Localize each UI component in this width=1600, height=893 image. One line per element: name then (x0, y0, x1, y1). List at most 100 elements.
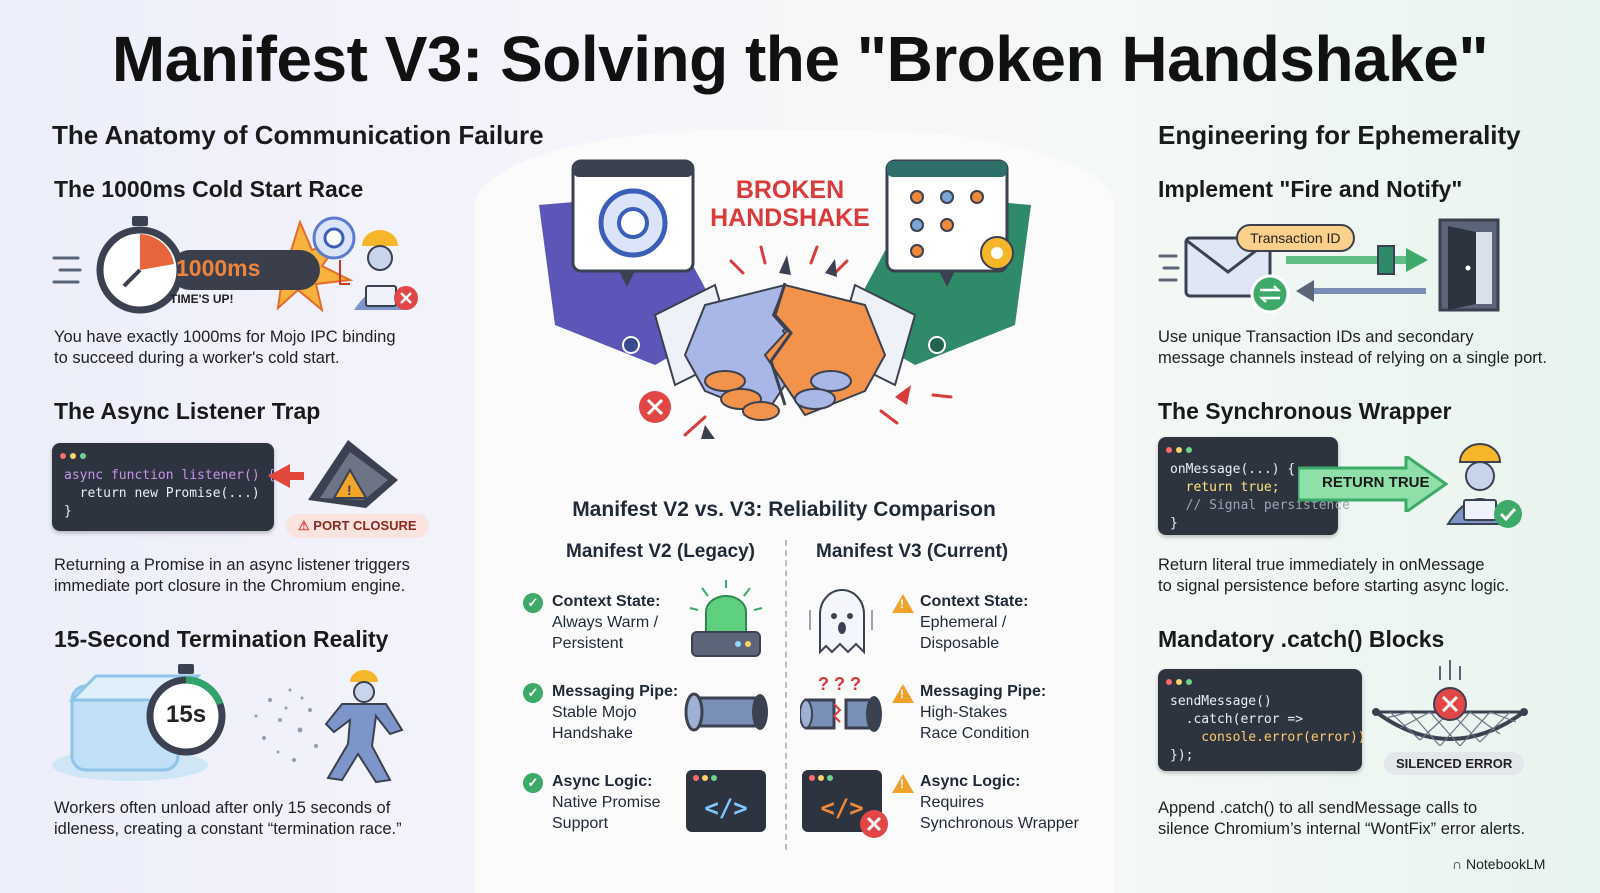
return-true-arrow (1298, 456, 1448, 512)
warning-icon: ! (892, 594, 914, 613)
desc-line: Append .catch() to all sendMessage calls… (1158, 799, 1478, 817)
row-value: Disposable (920, 635, 1000, 652)
warning-icon: ! (892, 774, 914, 793)
desc-line: to signal persistence before starting as… (1158, 577, 1510, 595)
code-line: onMessage(...) { (1170, 462, 1296, 477)
fire-notify-illustration (1158, 218, 1500, 314)
page-title: Manifest V3: Solving the "Broken Handsha… (111, 23, 1489, 95)
check-icon: ✓ (523, 593, 543, 613)
port-closure-icon: ! (268, 440, 398, 508)
check-icon: ✓ (523, 683, 543, 703)
right-heading: Engineering for Ephemerality (1158, 120, 1521, 150)
code-line: } (64, 504, 72, 519)
comparison-title: Manifest V2 vs. V3: Reliability Comparis… (572, 498, 996, 521)
code-line: return true; (1170, 480, 1280, 495)
svg-text:</>: </> (820, 794, 863, 822)
check-icon: ✓ (523, 773, 543, 793)
fire-notify-title: Implement "Fire and Notify" (1158, 176, 1463, 202)
stable-pipe-icon (684, 692, 768, 732)
transaction-id-badge: Transaction ID (1236, 224, 1355, 252)
column-divider (785, 540, 787, 850)
row-value: Persistent (552, 635, 624, 652)
desc-line: silence Chromium’s internal “WontFix” er… (1158, 820, 1526, 838)
worker-success-icon (1446, 443, 1522, 528)
row-value: Ephemeral / (920, 614, 1007, 631)
window-dots (1158, 437, 1338, 455)
desc-line: Returning a Promise in an async listener… (54, 556, 410, 574)
fire-notify-desc: Use unique Transaction IDs and secondary… (1158, 327, 1547, 369)
async-code-block: async function listener() { return new P… (52, 443, 276, 531)
row-label: Messaging Pipe: (552, 683, 679, 700)
notebooklm-brand: ∩ NotebookLM (1452, 856, 1545, 872)
sync-wrapper-desc: Return literal true immediately in onMes… (1158, 555, 1509, 597)
v3-column-heading: Manifest V3 (Current) (816, 541, 1009, 562)
svg-text:!: ! (347, 482, 352, 498)
desc-line: Use unique Transaction IDs and secondary (1158, 328, 1474, 346)
desc-line: Return literal true immediately in onMes… (1158, 556, 1485, 574)
warning-icon: ! (892, 684, 914, 703)
async-trap-desc: Returning a Promise in an async listener… (54, 555, 410, 597)
code-window-error-icon: </> (802, 770, 888, 838)
code-line: .catch(error => (1170, 712, 1304, 727)
label-line: BROKEN (735, 176, 845, 204)
desc-line: Workers often unload after only 15 secon… (54, 799, 391, 817)
row-label: Context State: (552, 593, 661, 610)
cold-start-title: The 1000ms Cold Start Race (54, 176, 364, 202)
timer-label: 1000ms (176, 255, 261, 281)
v2-column-heading: Manifest V2 (Legacy) (566, 541, 755, 562)
async-trap-title: The Async Listener Trap (54, 398, 321, 424)
sync-code-block: onMessage(...) { return true; // Signal … (1158, 437, 1350, 535)
warm-server-icon (689, 580, 763, 657)
window-dots (1158, 669, 1362, 687)
ice-timer-illustration (52, 664, 404, 784)
code-text: async function listener() { return new P… (52, 461, 276, 527)
cold-start-desc: You have exactly 1000ms for Mojo IPC bin… (54, 327, 396, 369)
termination-desc: Workers often unload after only 15 secon… (54, 798, 402, 840)
row-value: High-Stakes (920, 704, 1008, 721)
desc-line: message channels instead of relying on a… (1158, 349, 1547, 367)
catch-blocks-title: Mandatory .catch() Blocks (1158, 626, 1445, 652)
broken-pipe-icon: ? ? ? (800, 674, 882, 732)
brand-label: NotebookLM (1466, 856, 1546, 872)
termination-title: 15-Second Termination Reality (54, 626, 389, 652)
desc-line: immediate port closure in the Chromium e… (54, 577, 406, 595)
badge-label: PORT CLOSURE (313, 518, 417, 533)
row-value: Support (552, 815, 609, 832)
desc-line: You have exactly 1000ms for Mojo IPC bin… (54, 328, 396, 346)
silenced-error-badge: SILENCED ERROR (1384, 752, 1525, 775)
row-label: Async Logic: (920, 773, 1021, 790)
label-line: HANDSHAKE (710, 204, 870, 232)
notebooklm-logo-icon: ∩ (1452, 856, 1463, 872)
row-value: Handshake (552, 725, 633, 742)
svg-text:? ? ?: ? ? ? (818, 674, 861, 694)
timer-label-15s: 15s (166, 701, 207, 728)
row-value: Native Promise (552, 794, 661, 811)
row-value: Race Condition (920, 725, 1030, 742)
warning-icon: ⚠ (298, 518, 310, 533)
port-closure-badge: ⚠ PORT CLOSURE (286, 514, 429, 538)
code-text: sendMessage() .catch(error => console.er… (1158, 687, 1366, 771)
left-heading: The Anatomy of Communication Failure (52, 120, 544, 150)
stopwatch-illustration (52, 216, 418, 314)
broken-handshake-illustration (539, 159, 1031, 439)
window-dots (52, 443, 274, 461)
code-window-icon: </> (686, 770, 766, 832)
row-label: Context State: (920, 593, 1029, 610)
code-line: async function listener() { (64, 468, 276, 483)
desc-line: idleness, creating a constant “terminati… (54, 820, 402, 838)
code-line: sendMessage() (1170, 694, 1272, 709)
ghost-icon (809, 589, 873, 655)
code-line: } (1170, 516, 1178, 531)
catch-blocks-desc: Append .catch() to all sendMessage calls… (1158, 798, 1525, 840)
return-true-label: RETURN TRUE (1322, 474, 1430, 491)
v3-context-state: Context State: Ephemeral / Disposable (920, 591, 1028, 654)
code-line: console.error(error)) (1170, 730, 1366, 745)
row-value: Requires (920, 794, 985, 811)
row-value: Stable Mojo (552, 704, 637, 721)
code-text: onMessage(...) { return true; // Signal … (1158, 455, 1350, 539)
row-value: Always Warm / (552, 614, 659, 631)
